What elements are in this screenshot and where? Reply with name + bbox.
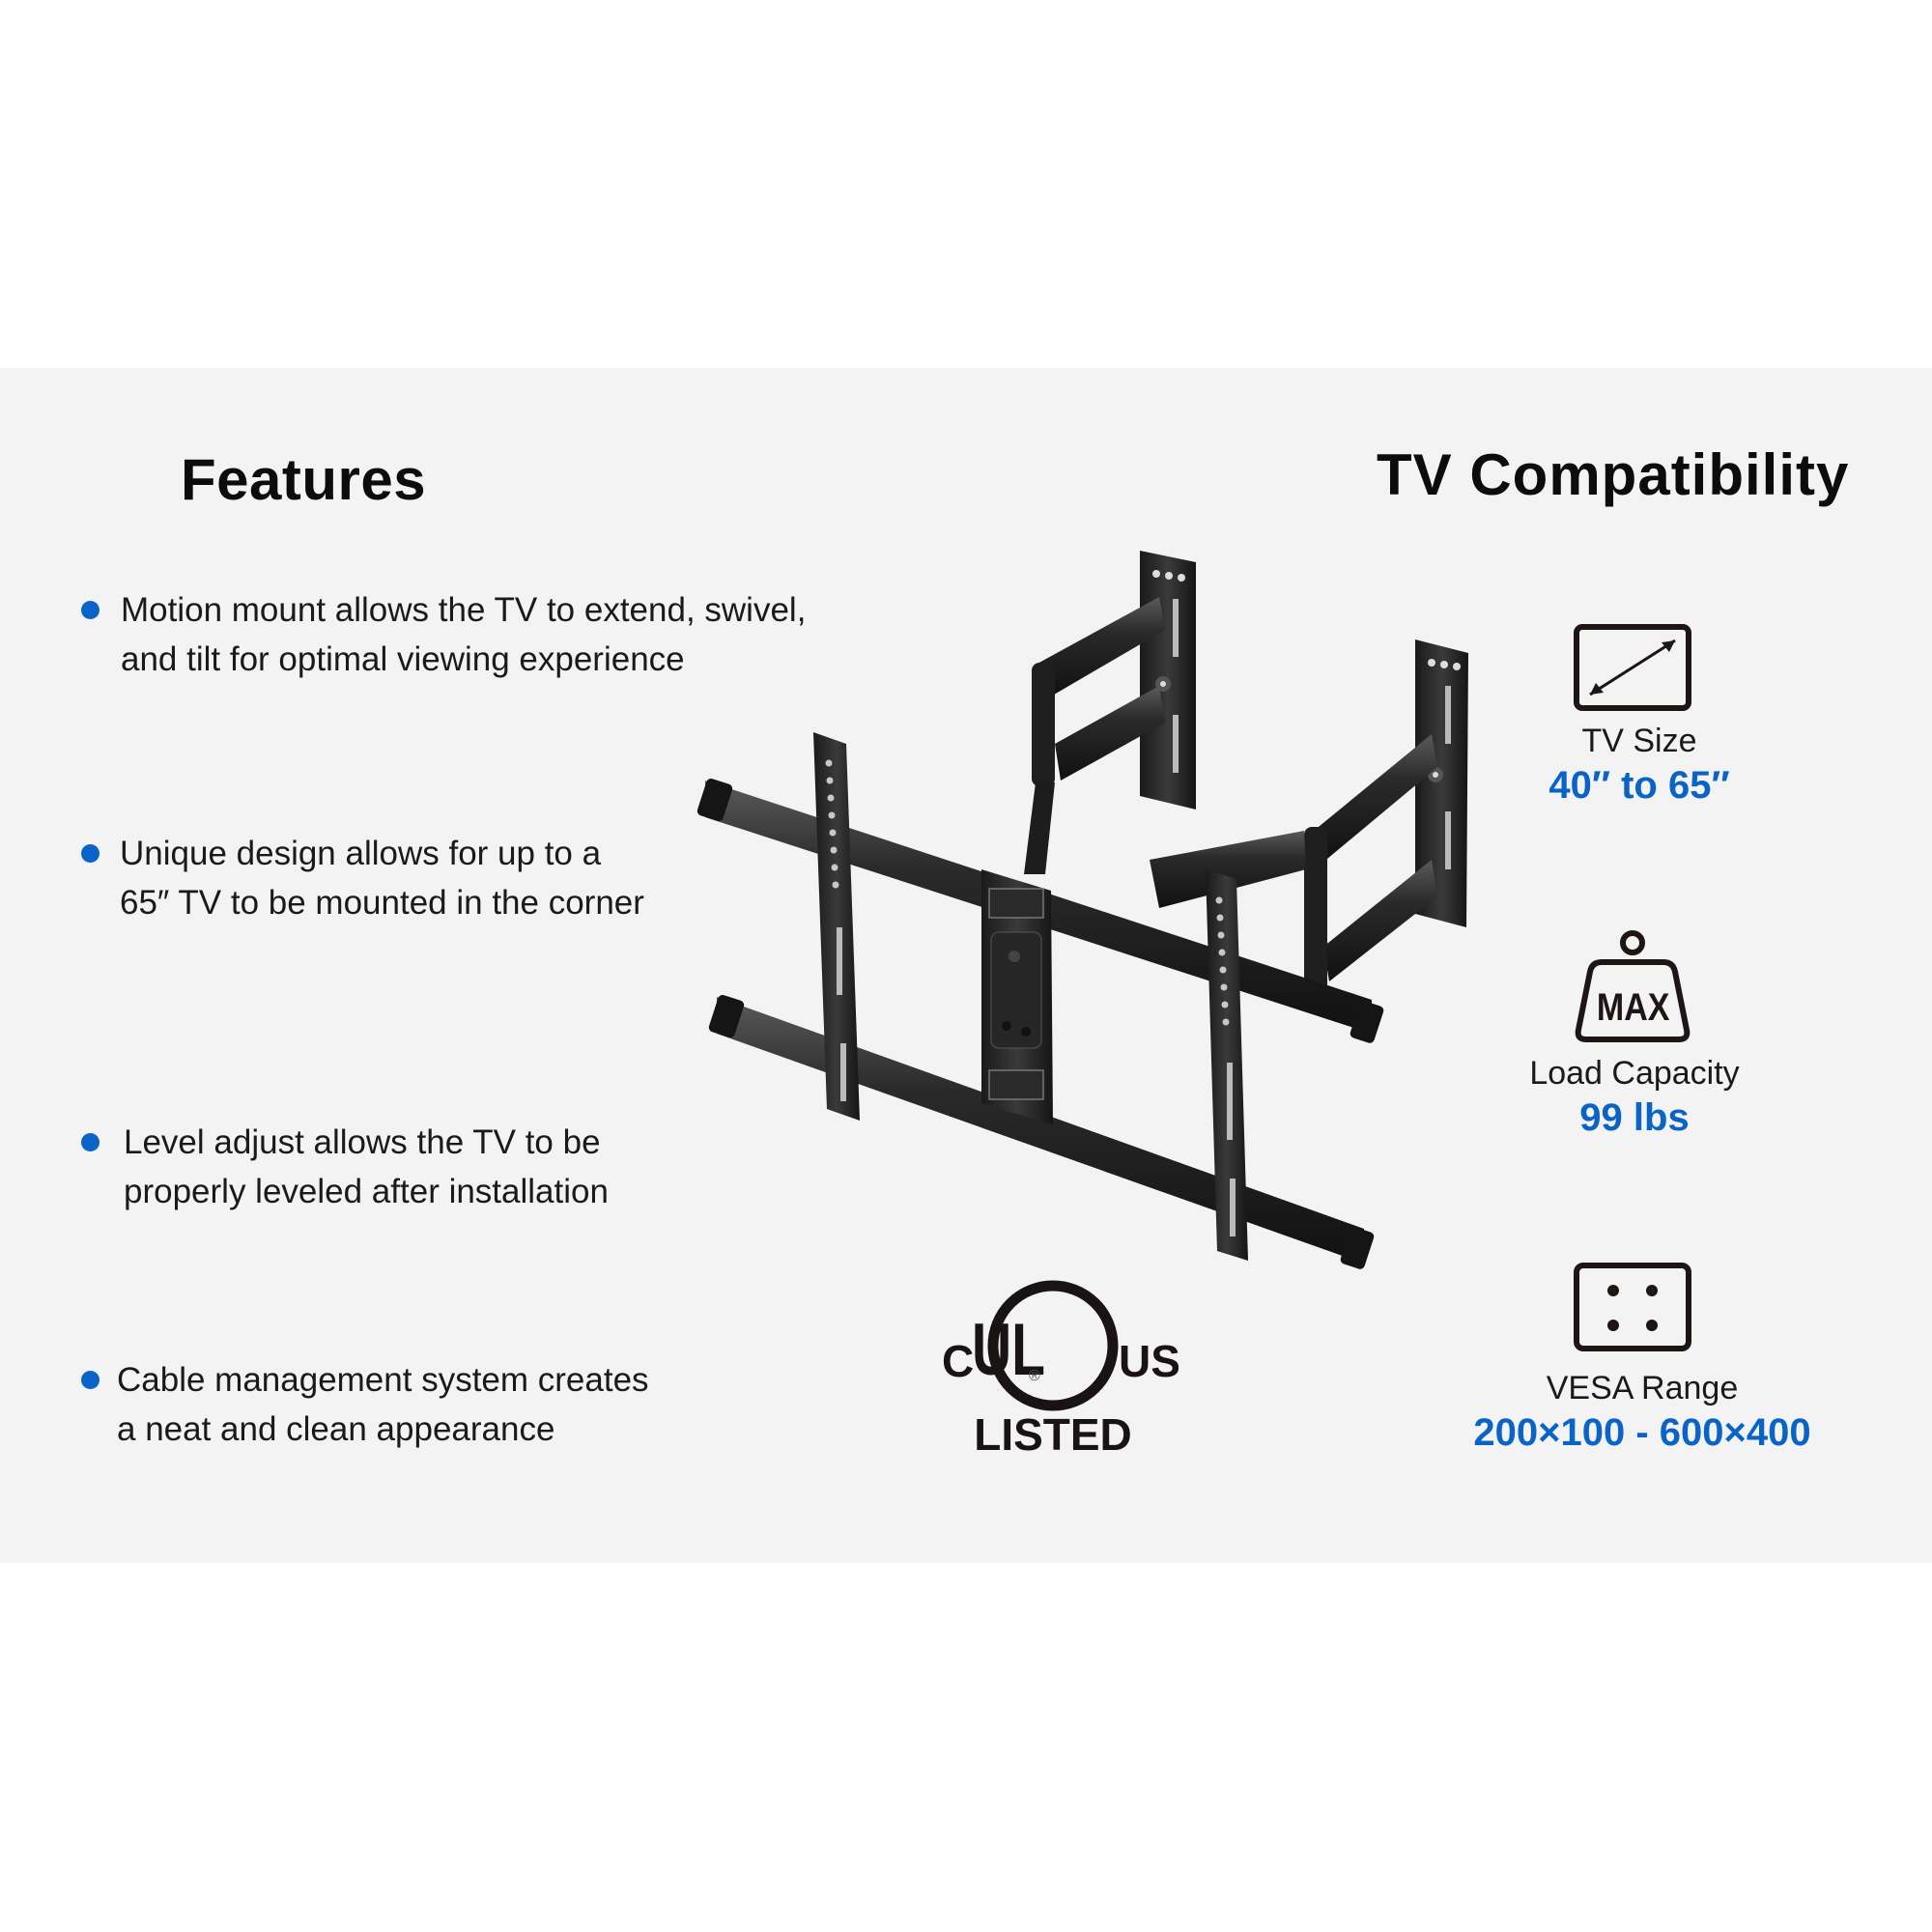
feature-text: Cable management system creates a neat a… [117,1361,649,1448]
spec-load-capacity: Load Capacity 99 lbs [1432,1055,1837,1140]
spec-value: 99 lbs [1579,1096,1690,1139]
tv-mount-product-image [696,551,1468,1269]
wall-plate-right [1415,639,1468,927]
feature-text: Level adjust allows the TV to be properl… [124,1123,609,1210]
feature-item-cable: Cable management system creates a neat a… [81,1355,649,1454]
svg-text:UL: UL [972,1309,1045,1391]
tv-size-diagonal-icon [1574,624,1691,711]
tv-bracket-left [813,732,860,1121]
svg-text:US: US [1119,1336,1179,1386]
max-weight-icon: MAX [1575,930,1690,1042]
bullet-icon [81,1371,99,1389]
svg-text:®: ® [1029,1368,1040,1384]
vesa-pattern-icon [1574,1263,1691,1351]
feature-item-level: Level adjust allows the TV to be properl… [81,1118,609,1216]
svg-text:LISTED: LISTED [974,1409,1132,1460]
svg-text:MAX: MAX [1597,984,1670,1028]
bullet-icon [81,1133,99,1151]
wall-plate-left [1140,551,1196,810]
features-heading: Features [181,447,427,512]
ul-listed-certification-icon: UL C US ® LISTED [942,1280,1179,1460]
feature-item-motion: Motion mount allows the TV to extend, sw… [81,585,806,684]
spec-label: Load Capacity [1529,1055,1740,1092]
spec-label: VESA Range [1546,1370,1739,1406]
tv-bracket-right [1206,869,1248,1261]
spec-tv-size: TV Size 40″ to 65″ [1436,723,1842,808]
feature-text: Unique design allows for up to a 65″ TV … [120,835,644,922]
spec-vesa-range: VESA Range 200×100 - 600×400 [1439,1370,1845,1455]
spec-value: 40″ to 65″ [1548,764,1730,807]
feature-item-corner: Unique design allows for up to a 65″ TV … [81,829,644,927]
spec-label: TV Size [1581,723,1697,759]
feature-text: Motion mount allows the TV to extend, sw… [121,591,807,678]
tv-compatibility-heading: TV Compatibility [1377,442,1850,507]
content-band [0,368,1932,1563]
bullet-icon [81,601,99,619]
spec-value: 200×100 - 600×400 [1473,1411,1811,1454]
bullet-icon [81,844,99,863]
center-mounting-plate [981,869,1053,1124]
svg-text:C: C [942,1336,974,1386]
